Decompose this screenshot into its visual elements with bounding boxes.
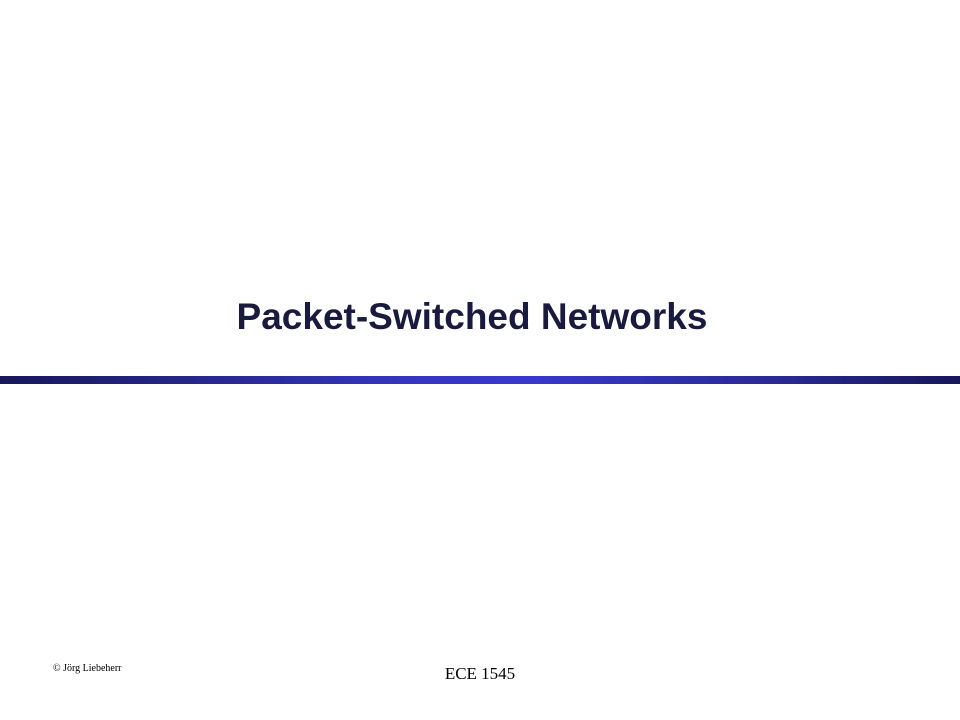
copyright-footer: © Jörg Liebeherr: [53, 663, 122, 674]
course-footer: ECE 1545: [444, 664, 516, 683]
slide-title: Packet-Switched Networks: [236, 296, 708, 337]
title-divider: [0, 376, 960, 384]
